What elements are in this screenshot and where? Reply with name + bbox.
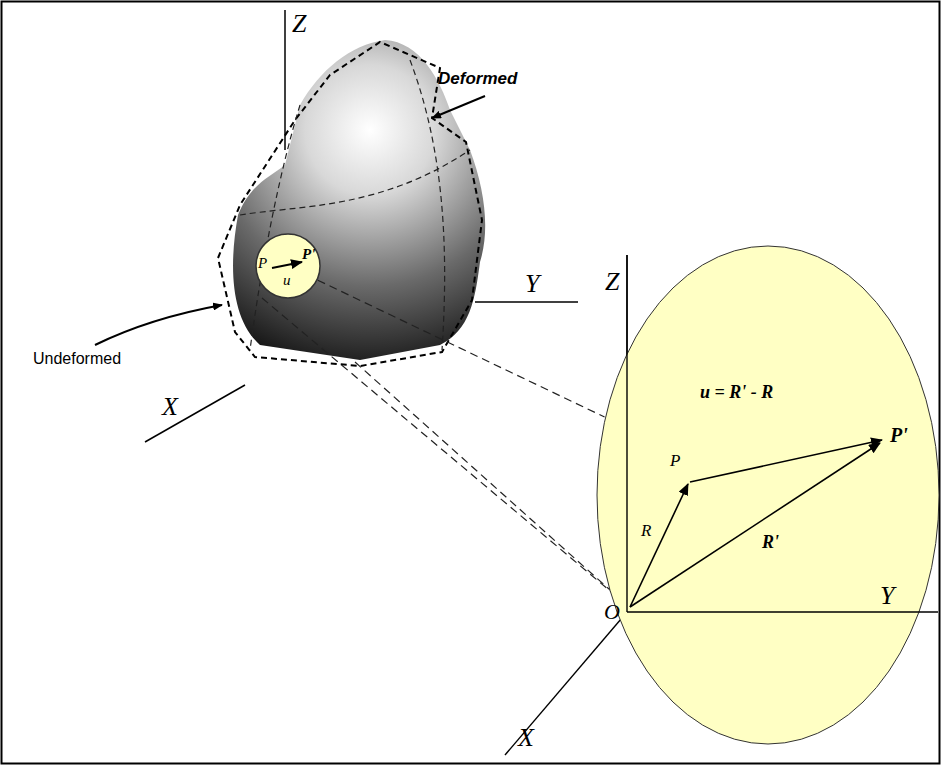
point-label: u [283, 272, 291, 289]
z-axis [626, 255, 627, 612]
axis-label: X [162, 393, 178, 422]
zoom-line [355, 362, 628, 606]
point-label: P' [890, 424, 908, 446]
axis-label: Z [605, 268, 619, 297]
surface-curve [240, 150, 470, 215]
displacement-arrow [272, 262, 302, 268]
point-label: P [258, 255, 267, 272]
detail-circle: Pu P' [255, 233, 321, 299]
axis-label: Y [525, 270, 539, 299]
callout-label: Deformed [438, 70, 517, 89]
z-axis [284, 10, 286, 150]
z-axis [626, 255, 627, 612]
origin-label: O [604, 600, 620, 624]
callout-label: Undeformed [33, 350, 121, 368]
point-label: u = R' - R [700, 383, 773, 403]
zoom-line [318, 280, 605, 417]
point-label: P [670, 452, 680, 471]
x-axis [505, 612, 627, 755]
point-label: R' [762, 533, 779, 553]
circle-outline [596, 245, 940, 745]
surface-curve [410, 60, 445, 350]
y-axis [475, 301, 578, 303]
undeformed-outline [218, 42, 482, 366]
x-axis [145, 385, 245, 442]
point-label: R [641, 522, 651, 541]
y-axis [627, 611, 938, 612]
axis-label: X [518, 724, 534, 753]
surface-curve [250, 105, 300, 350]
magnified-circle: u = R' - R P R R' P' [596, 245, 940, 745]
callout-arrow [95, 305, 222, 345]
axis-label: Z [292, 10, 306, 39]
axis-label: Y [880, 582, 894, 611]
point-label: P' [302, 246, 315, 263]
callout-arrow [432, 96, 485, 118]
zoom-line [262, 298, 628, 606]
position-vector [630, 443, 880, 607]
